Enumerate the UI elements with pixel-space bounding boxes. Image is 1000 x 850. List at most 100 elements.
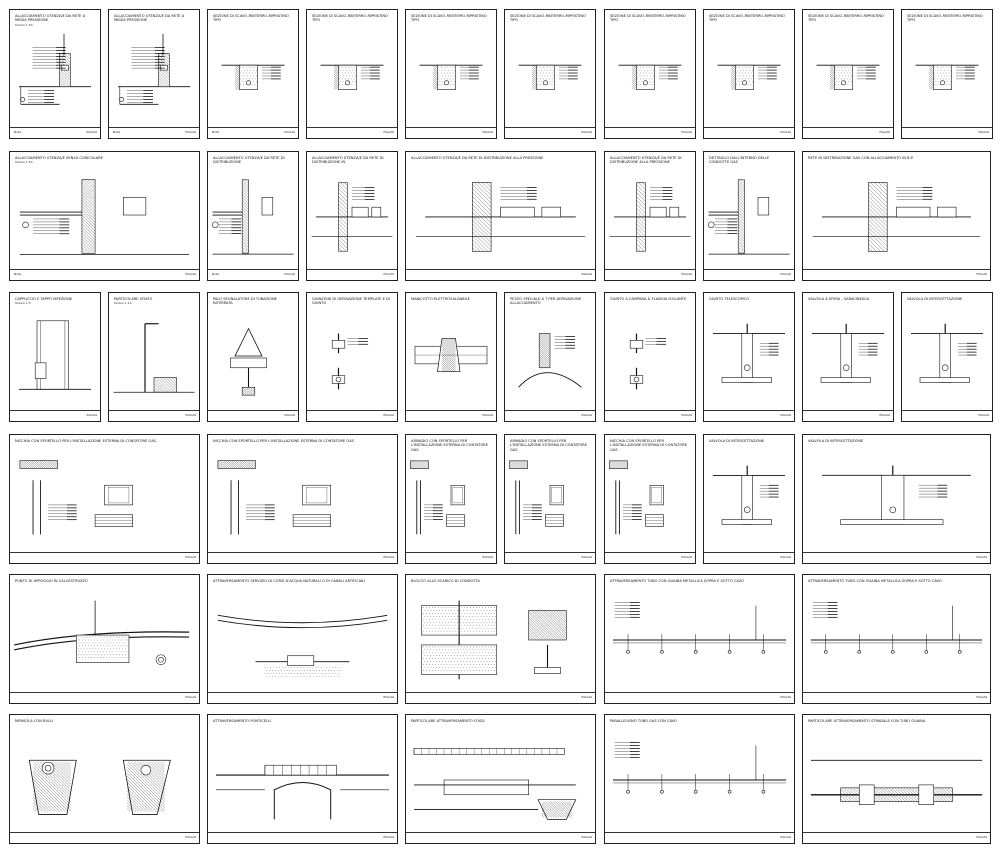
panel-footer-mark: ITALGAS bbox=[976, 273, 987, 276]
technical-drawing bbox=[18, 33, 92, 105]
technical-drawing bbox=[910, 323, 984, 383]
panel-title: GIUNZIONI DI DERIVAZIONE TEMPLATE E DI G… bbox=[312, 297, 393, 306]
panel-footer-mark: ITALGAS bbox=[581, 696, 592, 699]
panel-title: VALVOLA DI INTERCETTAZIONE bbox=[709, 439, 790, 443]
panel-title-text: SEZIONE DI SCAVO-RINTERRO-RIPRISTINO TIP… bbox=[907, 14, 985, 23]
technical-drawing bbox=[217, 614, 388, 677]
drawing-panel: SEZIONE DI SCAVO-RINTERRO-RIPRISTINO TIP… bbox=[504, 9, 596, 139]
panel-footer: ITALGAS bbox=[505, 410, 595, 421]
panel-footer: ITALGAS bbox=[902, 410, 992, 421]
panel-title: ALLACCIAMENTO UTENZA/E DA RETE DI DISTRI… bbox=[312, 156, 393, 165]
panel-footer: ITALGAS bbox=[605, 552, 695, 563]
panel-footer-mark: ITALGAS bbox=[185, 131, 196, 134]
panel-footer: ITALGAS bbox=[505, 552, 595, 563]
panel-footer: ITALGAS bbox=[307, 269, 397, 280]
technical-drawing bbox=[612, 742, 787, 794]
panel-title: GIUNTO TELESCOPICO bbox=[709, 297, 790, 301]
technical-drawing bbox=[509, 460, 564, 535]
panel-footer-mark: ITALGAS bbox=[681, 273, 692, 276]
panel-footer: Note ITALGAS bbox=[109, 127, 199, 138]
panel-footer-mark: ITALGAS bbox=[581, 273, 592, 276]
panel-title: RETE DI DISTRIBUZIONE GAS CON ALLACCIAME… bbox=[808, 156, 986, 160]
panel-footer: ITALGAS bbox=[208, 552, 397, 563]
panel-title-text: ATTRAVERSAMENTO TUBO CON GUAINA METALLIC… bbox=[610, 579, 744, 583]
panel-scale: SCALA 1:50 bbox=[15, 22, 33, 27]
panel-title-text: SEZIONE DI SCAVO-RINTERRO-RIPRISTINO TIP… bbox=[411, 14, 489, 23]
panel-title: ARMADIO CON SPORTELLO PER L'INSTALLAZION… bbox=[510, 439, 591, 452]
technical-drawing bbox=[518, 333, 582, 388]
drawing-panel: SEZIONE DI SCAVO-RINTERRO-RIPRISTINO TIP… bbox=[306, 9, 398, 139]
panel-title-text: PARALLELISMO TUBO GAS CON CAVO bbox=[610, 719, 677, 723]
panel-title-text: VALVOLA DI INTERCETTAZIONE bbox=[907, 297, 963, 301]
technical-drawing bbox=[415, 182, 586, 252]
panel-title-text: BLOCCO ALLO SCARICO DI CONDOTTA bbox=[411, 579, 480, 583]
technical-drawing bbox=[410, 460, 465, 535]
panel-footer-note: Note bbox=[113, 130, 121, 134]
technical-drawing bbox=[822, 465, 971, 525]
panel-title: PARTICOLARE ATTRAVERSAMENTO FOSSI bbox=[411, 719, 591, 723]
panel-title-text: ALLACCIAMENTO UTENZA/E SENZA CUNICOLARE bbox=[15, 156, 103, 160]
panel-title: ATTRAVERSAMENTO TUBO CON GUAINA METALLIC… bbox=[610, 579, 790, 583]
technical-drawing bbox=[113, 323, 195, 393]
panel-title-text: SEZIONE DI SCAVO-RINTERRO-RIPRISTINO TIP… bbox=[510, 14, 588, 23]
panel-title: GIUNTO A CAMPANA & FLANGIA ISOLANTE bbox=[610, 297, 691, 301]
panel-title-text: ALLACCIAMENTO UTENZA/E DA RETE DI DISTRI… bbox=[610, 156, 683, 165]
panel-title-text: PALO SEGNALATORE DI TUBAZIONE INTERRATA bbox=[213, 297, 279, 306]
panel-title-text: ATTRAVERSAMENTO PONTICELLI bbox=[213, 719, 272, 723]
technical-drawing bbox=[211, 179, 294, 255]
panel-footer: ITALGAS bbox=[406, 552, 496, 563]
panel-footer: ITALGAS bbox=[10, 832, 199, 843]
drawing-panel: NICCHIA CON SPORTELLO PER L'INSTALLAZION… bbox=[604, 434, 696, 564]
panel-title-text: NICCHIA CON SPORTELLO PER L'INSTALLAZION… bbox=[213, 439, 354, 443]
panel-title-text: ALLACCIAMENTO UTENZA/E DA RETE DI DISTRI… bbox=[213, 156, 286, 165]
drawing-panel: SEZIONE DI SCAVO-RINTERRO-RIPRISTINO TIP… bbox=[901, 9, 993, 139]
panel-title: SEZIONE DI SCAVO-RINTERRO-RIPRISTINO TIP… bbox=[907, 14, 988, 23]
panel-footer-mark: ITALGAS bbox=[681, 131, 692, 134]
panel-title: ARMADIO CON SPORTELLO PER L'INSTALLAZION… bbox=[411, 439, 492, 452]
panel-footer: ITALGAS bbox=[10, 552, 199, 563]
panel-footer: ITALGAS bbox=[704, 127, 794, 138]
panel-title-text: NICCHIA CON SPORTELLO PER L'INSTALLAZION… bbox=[610, 439, 689, 452]
panel-title: SEZIONE DI SCAVO-RINTERRO-RIPRISTINO TIP… bbox=[709, 14, 790, 23]
panel-title: PALO SEGNALATORE DI TUBAZIONE INTERRATA bbox=[213, 297, 294, 306]
panel-footer: ITALGAS bbox=[704, 552, 794, 563]
technical-drawing bbox=[230, 327, 267, 396]
panel-title: ALLACCIAMENTO UTENZA/E DA RETE DI DISTRI… bbox=[213, 156, 294, 165]
panel-title: SEZIONE DI SCAVO-RINTERRO-RIPRISTINO TIP… bbox=[312, 14, 393, 23]
panel-title: ATTRAVERSAMENTO TUBO CON GUAINA METALLIC… bbox=[808, 579, 986, 583]
panel-footer: ITALGAS bbox=[10, 692, 199, 703]
panel-title-text: NICCHIA CON SPORTELLO PER L'INSTALLAZION… bbox=[15, 439, 156, 443]
panel-footer: ITALGAS bbox=[406, 410, 496, 421]
panel-footer-mark: ITALGAS bbox=[978, 131, 989, 134]
panel-title: NICCHIA CON SPORTELLO PER L'INSTALLAZION… bbox=[213, 439, 393, 443]
panel-title: SEZIONE DI SCAVO-RINTERRO-RIPRISTINO TIP… bbox=[411, 14, 492, 23]
panel-title-text: ALLACCIAMENTO UTENZA/E DA RETE A MEDIA P… bbox=[114, 14, 186, 23]
drawing-panel: GIUNZIONI DI DERIVAZIONE TEMPLATE E DI G… bbox=[306, 292, 398, 422]
panel-title-text: SEZIONE DI SCAVO-RINTERRO-RIPRISTINO TIP… bbox=[312, 14, 390, 23]
panel-title-text: ARMADIO CON SPORTELLO PER L'INSTALLAZION… bbox=[411, 439, 490, 452]
panel-title-text: MANICOTTO ELETTROSALDABILE bbox=[411, 297, 470, 301]
panel-title-text: CAPPUCCIO E TAPPO ISPEZIONE bbox=[15, 297, 73, 301]
panel-scale: SCALA 1:50 bbox=[15, 160, 33, 165]
technical-drawing bbox=[331, 333, 369, 390]
drawing-panel: ARMADIO CON SPORTELLO PER L'INSTALLAZION… bbox=[405, 434, 497, 564]
panel-title: ATTRAVERSAMENTO SERVIZIO DI CORSI D'ACQU… bbox=[213, 579, 393, 583]
drawing-panel: ALLACCIAMENTO UTENZA/E DA RETE DI DISTRI… bbox=[207, 151, 299, 281]
technical-drawing bbox=[816, 64, 880, 90]
panel-title: DETTAGLIO DALL'INTERNO DELLE CONDOTTE GA… bbox=[709, 156, 790, 165]
panel-title: ALLACCIAMENTO UTENZA/E DA RETE DI DISTRI… bbox=[610, 156, 691, 165]
technical-drawing bbox=[28, 759, 171, 815]
panel-footer: ITALGAS bbox=[605, 127, 695, 138]
panel-footer: ITALGAS bbox=[406, 269, 595, 280]
technical-drawing bbox=[215, 764, 390, 820]
panel-title-text: SEZIONE DI SCAVO-RINTERRO-RIPRISTINO TIP… bbox=[709, 14, 787, 23]
drawing-panel: ALLACCIAMENTO UTENZA/E DA RETE DI DISTRI… bbox=[405, 151, 596, 281]
panel-footer: ITALGAS bbox=[605, 269, 695, 280]
